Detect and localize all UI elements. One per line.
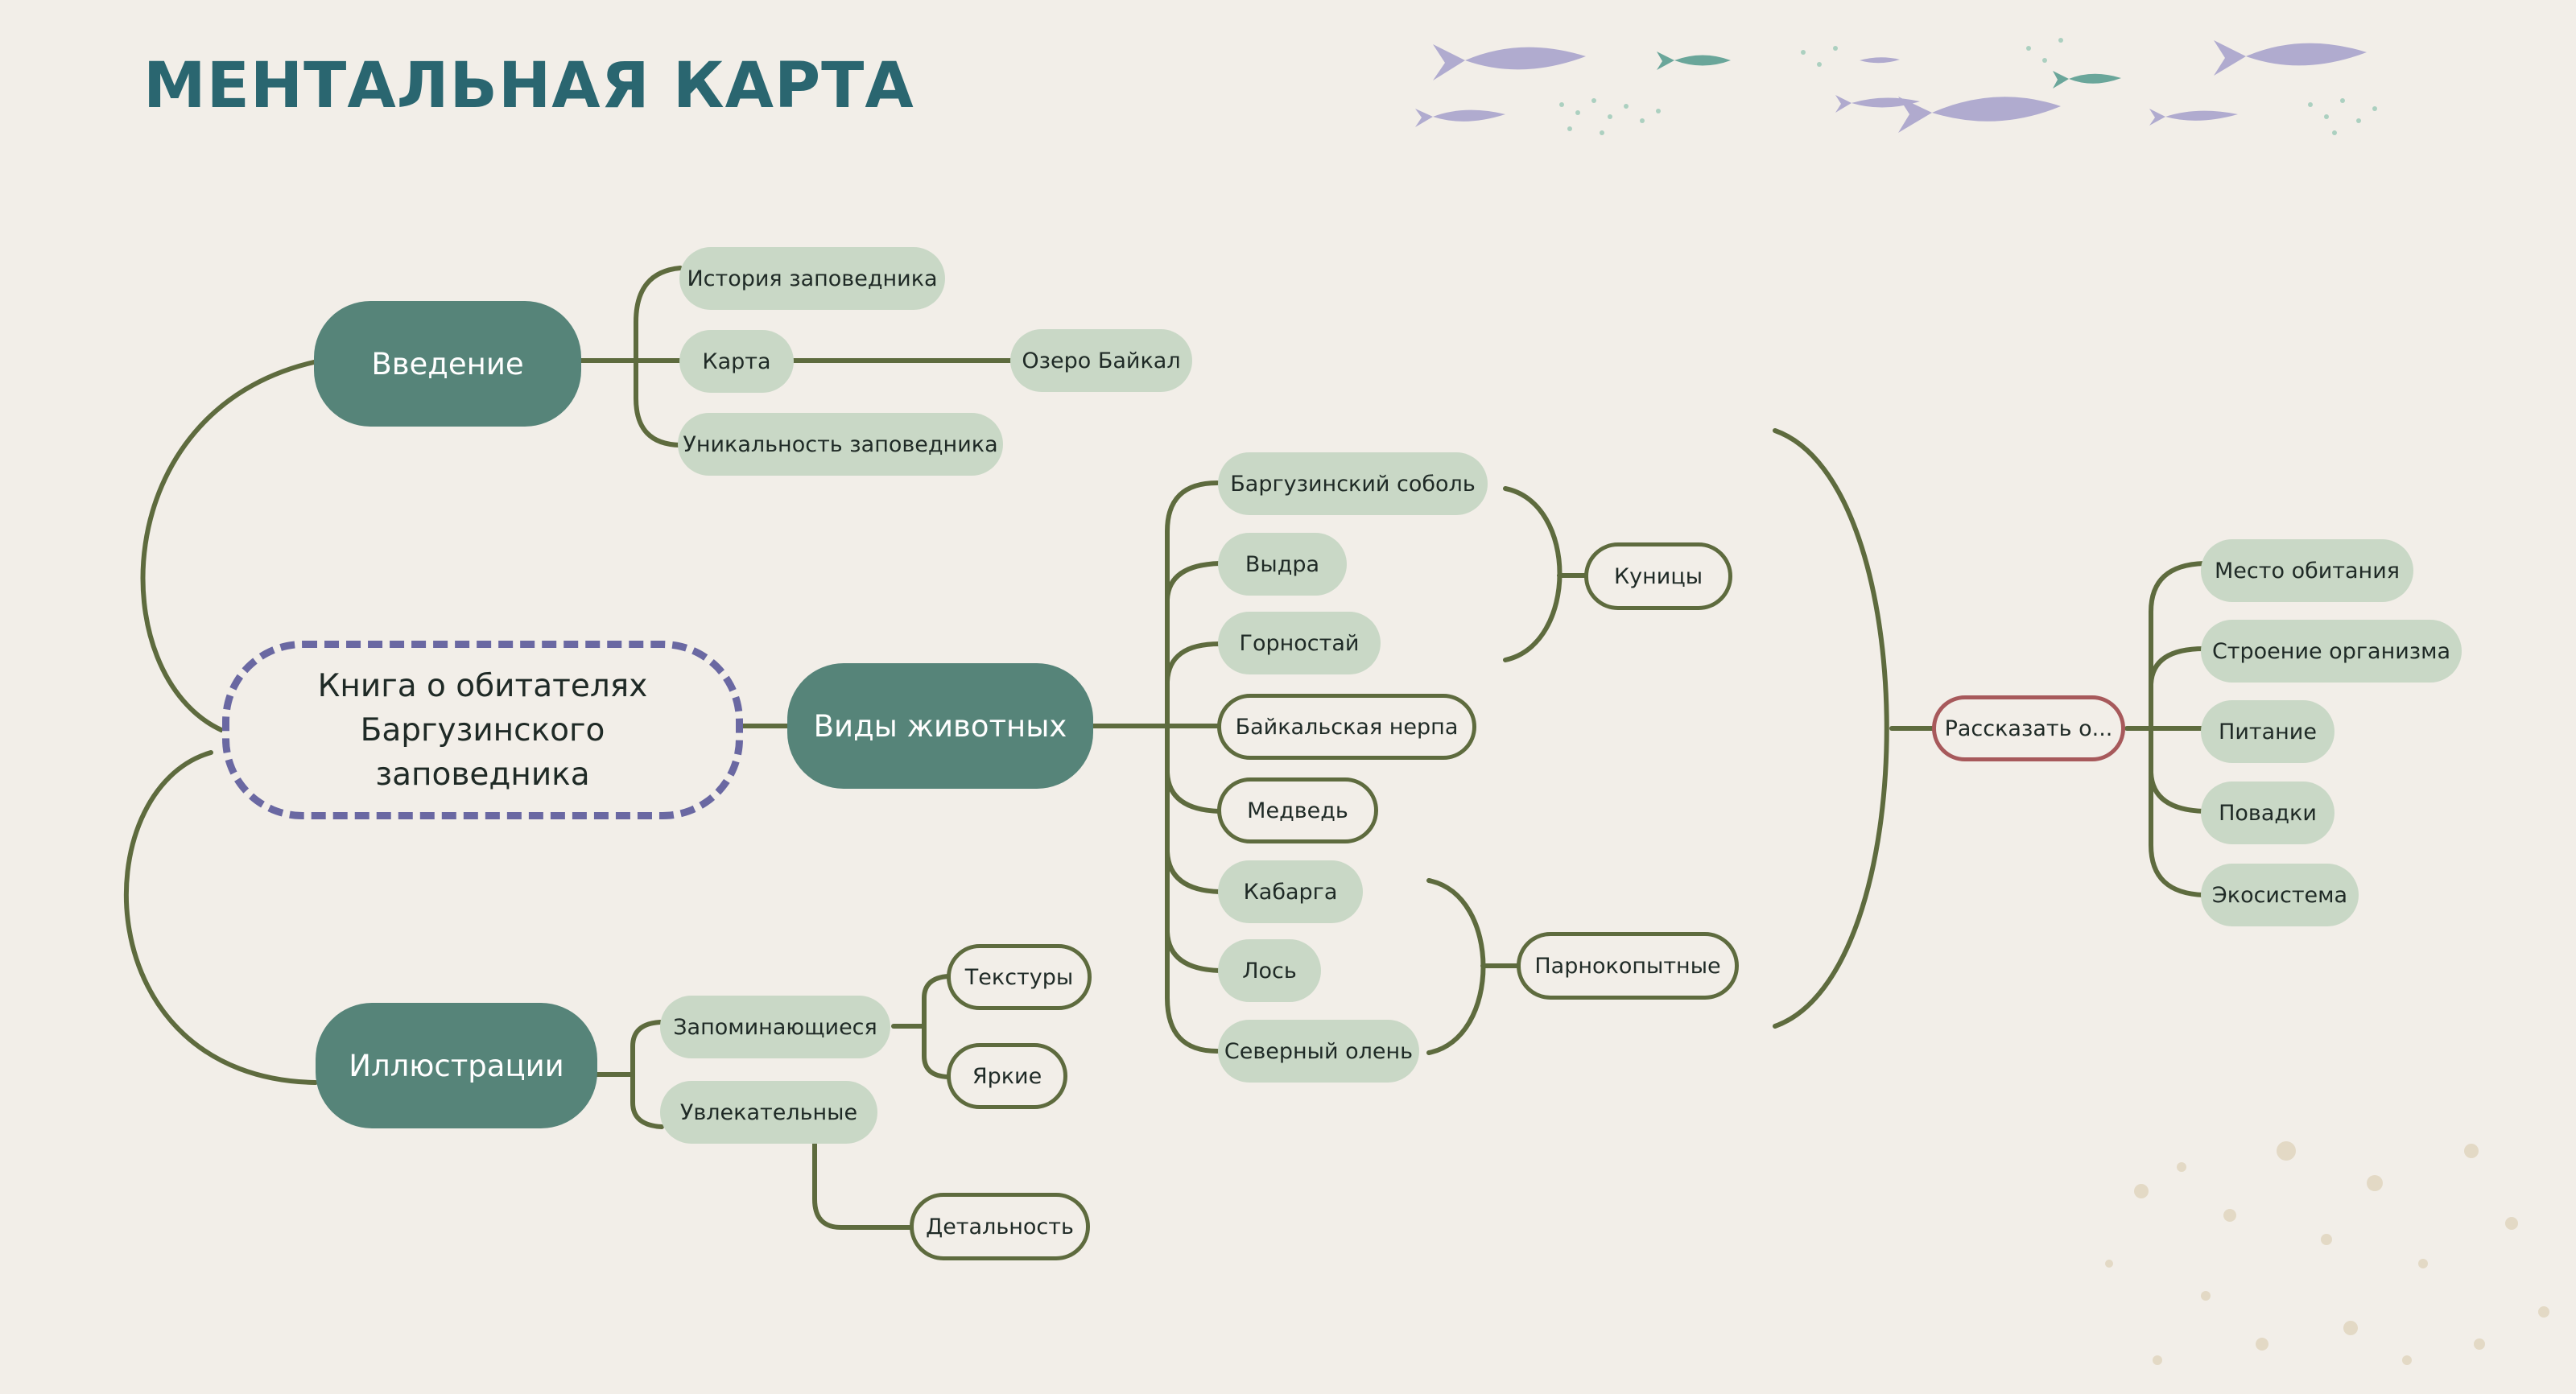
node-artiodactyls[interactable]: Парнокопытные	[1517, 932, 1739, 1000]
node-bear[interactable]: Медведь	[1217, 777, 1378, 843]
node-engaging[interactable]: Увлекательные	[660, 1081, 877, 1144]
node-reserve-history[interactable]: История заповедника	[679, 247, 945, 310]
branch-animal-species[interactable]: Виды животных	[787, 663, 1093, 789]
branch-illustrations[interactable]: Иллюстрации	[316, 1003, 597, 1128]
node-memorable[interactable]: Запоминающиеся	[660, 996, 890, 1058]
node-musk-deer[interactable]: Кабарга	[1218, 860, 1363, 923]
root-node[interactable]: Книга о обитателях Баргузинского заповед…	[222, 641, 743, 819]
node-detail[interactable]: Детальность	[910, 1193, 1090, 1260]
node-moose[interactable]: Лось	[1218, 939, 1321, 1002]
node-lake-baikal[interactable]: Озеро Байкал	[1010, 329, 1192, 392]
node-habitat[interactable]: Место обитания	[2201, 539, 2413, 602]
page-title: МЕНТАЛЬНАЯ КАРТА	[143, 50, 914, 122]
node-ecosystem[interactable]: Экосистема	[2201, 864, 2359, 926]
node-reserve-uniqueness[interactable]: Уникальность заповедника	[678, 413, 1003, 476]
node-mustelids[interactable]: Куницы	[1584, 542, 1732, 610]
speckle-pattern	[2105, 1141, 2549, 1365]
node-body-structure[interactable]: Строение организма	[2201, 620, 2462, 683]
node-baikal-seal[interactable]: Байкальская нерпа	[1217, 694, 1476, 760]
node-sable[interactable]: Баргузинский соболь	[1218, 452, 1488, 515]
branch-intro[interactable]: Введение	[314, 301, 581, 427]
node-reindeer[interactable]: Северный олень	[1218, 1020, 1419, 1083]
node-otter[interactable]: Выдра	[1218, 533, 1347, 596]
node-tell-about[interactable]: Рассказать о...	[1932, 695, 2125, 761]
node-map[interactable]: Карта	[679, 330, 794, 393]
fish-school-illustration	[1415, 38, 2377, 135]
node-habits[interactable]: Повадки	[2201, 782, 2334, 844]
node-textures[interactable]: Текстуры	[947, 944, 1092, 1010]
node-nutrition[interactable]: Питание	[2201, 700, 2334, 763]
node-ermine[interactable]: Горностай	[1218, 612, 1381, 674]
node-bright[interactable]: Яркие	[947, 1043, 1067, 1109]
